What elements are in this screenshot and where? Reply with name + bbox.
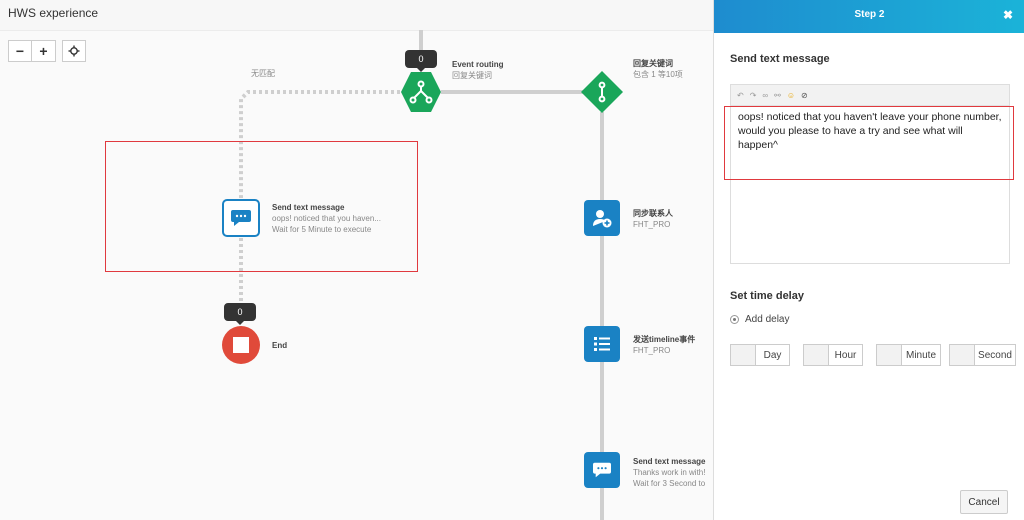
hour-value[interactable] [804,345,829,365]
send-message-right-label: Send text message Thanks work in with! W… [633,456,705,489]
source-icon[interactable]: ⊘ [800,90,808,100]
message-text[interactable]: oops! noticed that you haven't leave you… [738,111,1002,151]
highlight-box-left [105,141,418,272]
send-message-left-wait: Wait for 5 Minute to execute [272,225,372,234]
close-icon[interactable]: ✖ [1002,8,1013,22]
panel-title: Step 2 [854,9,885,20]
fit-view-button[interactable] [62,40,86,62]
send-message-left-label: Send text message oops! noticed that you… [272,202,381,235]
hour-unit: Hour [834,349,857,361]
day-input[interactable]: Day [730,344,790,366]
event-routing-node[interactable] [399,70,443,114]
branch-icon [598,81,606,103]
undo-icon[interactable]: ↶ [737,90,744,100]
crosshair-icon [68,45,80,57]
event-routing-label: Event routing 回复关键词 [452,59,504,81]
chat-bubble-icon [231,210,251,226]
send-message-node-left[interactable] [222,199,260,237]
delay-section-title: Set time delay [730,290,804,302]
second-unit: Second [978,349,1012,361]
flow-canvas[interactable]: HWS experience − + 无匹配 0 [0,0,713,520]
message-editor[interactable]: ↶ ↷ ∞ ⚯ ☺ ⊘ oops! noticed that you haven… [730,84,1010,264]
event-routing-count-badge: 0 [405,50,437,72]
minute-value[interactable] [877,345,902,365]
timeline-event-label: 发送timeline事件 FHT_PRO [633,334,695,356]
add-delay-label: Add delay [745,314,790,325]
app-title: HWS experience [8,6,99,20]
minute-unit: Minute [905,349,936,361]
step-panel: Step 2 ✖ Send text message ↶ ↷ ∞ ⚯ ☺ ⊘ o… [713,0,1024,520]
second-value[interactable] [950,345,975,365]
event-routing-title: Event routing [452,60,504,69]
send-message-right-title: Send text message [633,457,706,466]
add-delay-option[interactable]: Add delay [730,314,789,325]
day-unit: Day [763,349,782,361]
sync-contact-subtitle: FHT_PRO [633,220,671,229]
sync-contact-title: 同步联系人 [633,209,673,218]
plus-icon: + [39,43,48,59]
add-contact-icon [593,210,612,228]
highlight-box-right [724,106,1014,180]
chat-bubble-icon [593,462,611,478]
event-routing-subtitle: 回复关键词 [452,71,492,80]
send-message-left-title: Send text message [272,203,345,212]
reply-keyword-subtitle: 包含 1 等10项 [633,70,683,79]
list-icon [594,337,610,351]
reply-keyword-title: 回复关键词 [633,59,673,68]
minute-input[interactable]: Minute [876,344,941,366]
reply-keyword-label: 回复关键词 包含 1 等10项 [633,58,683,80]
unlink-icon[interactable]: ⚯ [774,90,781,100]
reply-keyword-node[interactable] [580,70,624,114]
end-label: End [272,340,287,351]
minus-icon: − [15,43,25,59]
end-title: End [272,341,288,350]
end-count-badge: 0 [224,303,256,325]
redo-icon[interactable]: ↷ [749,90,757,100]
top-bar: HWS experience [0,0,713,31]
emoji-icon[interactable]: ☺ [786,90,795,100]
stop-icon [233,337,249,353]
send-message-node-right[interactable] [584,452,620,488]
timeline-event-title: 发送timeline事件 [633,335,696,344]
sync-contact-label: 同步联系人 FHT_PRO [633,208,673,230]
send-message-left-preview: oops! noticed that you haven... [272,214,381,223]
timeline-event-subtitle: FHT_PRO [633,346,671,355]
sync-contact-node[interactable] [584,200,620,236]
cancel-button[interactable]: Cancel [960,490,1008,514]
panel-header: Step 2 ✖ [714,0,1024,33]
no-match-label: 无匹配 [251,69,275,78]
zoom-controls: − + [8,40,56,62]
zoom-out-button[interactable]: − [8,40,32,62]
hour-input[interactable]: Hour [803,344,863,366]
link-icon[interactable]: ∞ [762,90,769,100]
send-message-right-preview: Thanks work in with! [633,468,706,477]
end-node[interactable] [222,326,260,364]
timeline-event-node[interactable] [584,326,620,362]
send-message-right-wait: Wait for 3 Second to [633,479,706,488]
second-input[interactable]: Second [949,344,1016,366]
message-section-title: Send text message [730,53,830,65]
day-value[interactable] [731,345,756,365]
zoom-in-button[interactable]: + [32,40,56,62]
route-fork-icon [409,80,433,104]
editor-toolbar: ↶ ↷ ∞ ⚯ ☺ ⊘ [731,85,1009,106]
add-delay-radio[interactable] [730,315,739,324]
